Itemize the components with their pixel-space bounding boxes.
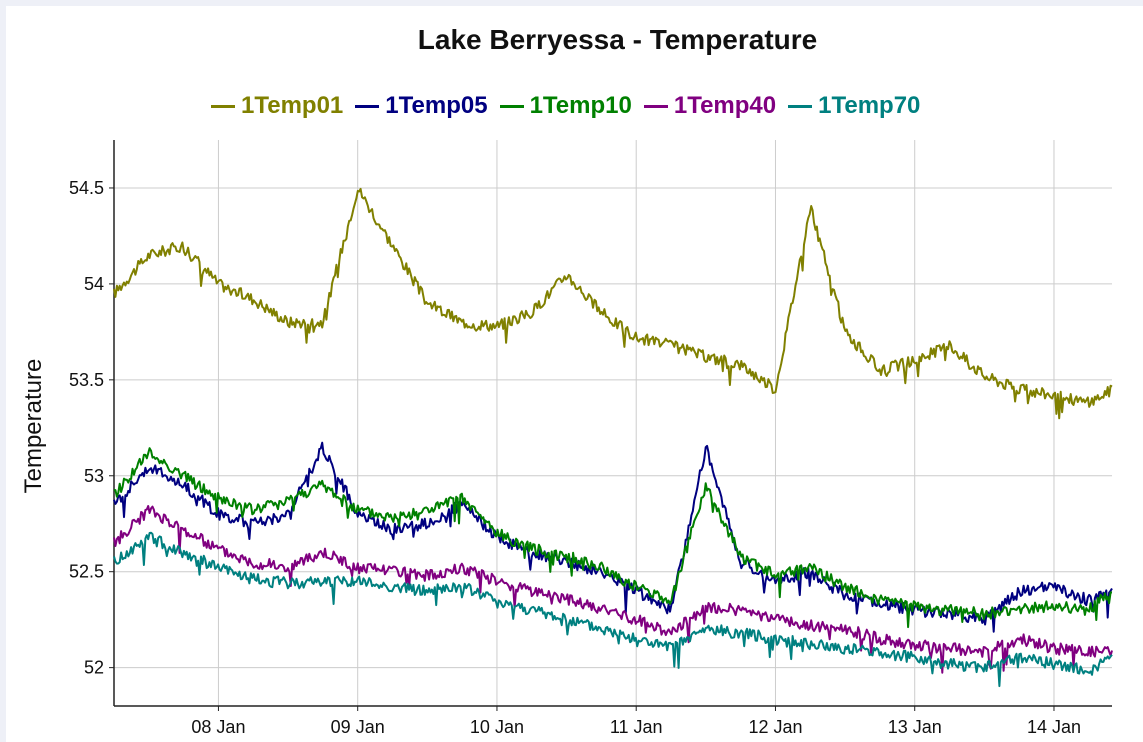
x-tick-label: 09 Jan — [331, 717, 385, 737]
legend-label: 1Temp10 — [529, 92, 632, 119]
y-tick-label: 52.5 — [69, 562, 104, 582]
y-tick-label: 52 — [84, 658, 104, 678]
series-line-1temp10 — [113, 447, 1113, 629]
series-line-1temp01 — [113, 187, 1113, 420]
legend-item-1temp40[interactable]: 1Temp40 — [643, 92, 777, 120]
plot-area[interactable]: 08 Jan 09 Jan 10 Jan 11 Jan 12 Jan 13 Jan 14 J… — [6, 6, 1143, 742]
x-tick-label: 11 Jan — [610, 717, 663, 737]
x-tick-label: 10 Jan — [470, 717, 524, 737]
x-tick-label: 08 Jan — [191, 717, 245, 737]
legend-label: 1Temp01 — [241, 92, 344, 119]
legend-swatch — [355, 104, 380, 108]
x-tick-label: 12 Jan — [748, 717, 802, 737]
legend-label: 1Temp40 — [673, 92, 777, 119]
legend-swatch — [643, 104, 668, 108]
chart-legend[interactable]: 1Temp01 1Temp05 1Temp10 1Temp40 1Temp70 — [211, 90, 920, 122]
legend-item-1temp10[interactable]: 1Temp10 — [499, 92, 632, 120]
legend-label: 1Temp05 — [385, 92, 488, 119]
series-line-1temp05 — [113, 441, 1113, 633]
legend-item-1temp01[interactable]: 1Temp01 — [211, 92, 343, 120]
y-tick-label: 53.5 — [69, 370, 104, 390]
x-tick-label: 14 Jan — [1027, 717, 1081, 737]
series-line-1temp70 — [113, 531, 1113, 688]
y-tick-label: 54.5 — [69, 178, 104, 198]
legend-item-1temp05[interactable]: 1Temp05 — [355, 92, 488, 120]
x-tick-label: 13 Jan — [888, 717, 942, 737]
legend-item-1temp70[interactable]: 1Temp70 — [788, 92, 920, 120]
legend-swatch — [211, 104, 235, 108]
y-tick-label: 54 — [84, 274, 104, 294]
y-tick-label: 53 — [84, 466, 104, 486]
legend-swatch — [499, 104, 524, 108]
legend-label: 1Temp70 — [818, 92, 921, 119]
legend-swatch — [788, 104, 813, 108]
chart-title: Lake Berryessa - Temperature — [417, 24, 818, 55]
series-line-1temp40 — [113, 505, 1113, 674]
